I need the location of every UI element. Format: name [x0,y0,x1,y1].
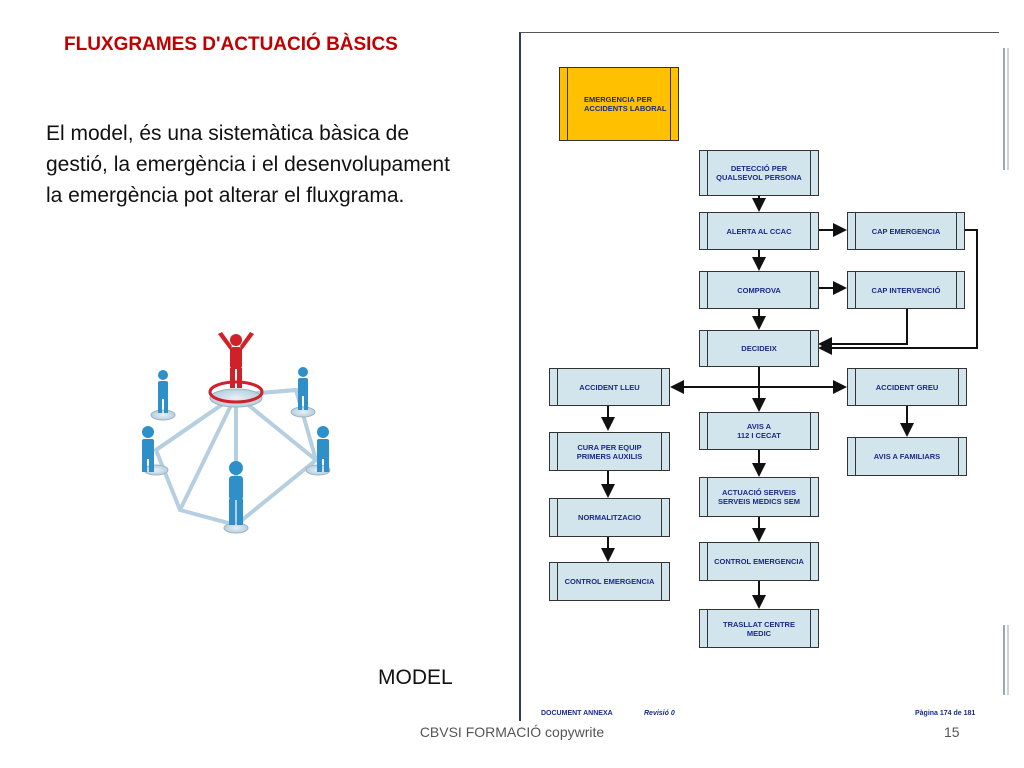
flow-trasllat-box: TRASLLAT CENTRE MEDIC [699,609,819,648]
flow-start-box: EMERGENCIA PER ACCIDENTS LABORAL [559,67,679,141]
slide-body-text: El model, és una sistemàtica bàsica de g… [46,122,450,207]
slide-footer: CBVSI FORMACIÓ copywrite 15 [0,724,1024,744]
flow-accident-lleu-box: ACCIDENT LLEU [549,368,670,406]
flowchart-document: EMERGENCIA PER ACCIDENTS LABORAL DETECCI… [519,32,999,722]
document-border [519,32,999,721]
flow-decideix-box: DECIDEIX [699,330,819,367]
side-watermark [1003,48,1009,695]
footer-text: CBVSI FORMACIÓ copywrite [419,724,605,740]
network-people-illustration [142,332,331,534]
flow-cura-box: CURA PER EQUIP PRIMERS AUXILIS [549,432,670,471]
flow-actuacio-box: ACTUACIÓ SERVEIS SERVEIS MEDICS SEM [699,477,819,517]
flow-control-left-box: CONTROL EMERGENCIA [549,562,670,601]
flow-avis-112-box: AVIS A 112 I CECAT [699,412,819,450]
doc-footer-page: Pàgina 174 de 181 [915,710,976,717]
flowchart-connectors [601,196,978,609]
flow-comprova-box: COMPROVA [699,271,819,309]
flow-detect-box: DETECCIÓ PER QUALSEVOL PERSONA [699,150,819,196]
flow-cap-emergencia-box: CAP EMERGENCIA [847,212,965,250]
flow-avis-familiars-box: AVIS A FAMILIARS [847,437,967,476]
flow-normalitzacio-box: NORMALITZACIO [549,498,670,537]
flow-alert-box: ALERTA AL CCAC [699,212,819,250]
flow-cap-intervencio-box: CAP INTERVENCIÓ [847,271,965,309]
flow-control-center-box: CONTROL EMERGENCIA [699,542,819,581]
flow-accident-greu-box: ACCIDENT GREU [847,368,967,406]
slide-title: FLUXGRAMES D'ACTUACIÓ BÀSICS [64,34,398,55]
model-label: MODEL [378,666,453,689]
page-number: 15 [944,724,960,740]
doc-footer-left: DOCUMENT ANNEXA [541,710,613,717]
doc-footer-revision: Revisió 0 [644,710,675,717]
